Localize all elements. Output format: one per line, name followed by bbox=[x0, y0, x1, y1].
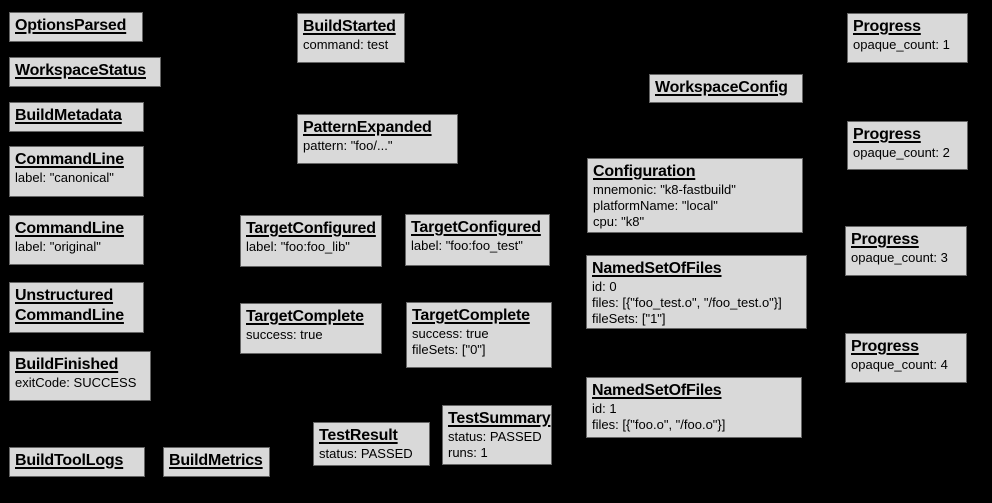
event-box-progress-2: Progress opaque_count: 2 bbox=[847, 121, 968, 170]
event-box-target-configured-foo-lib: TargetConfigured label: "foo:foo_lib" bbox=[240, 215, 382, 267]
event-box-unstructured-command-line: Unstructured CommandLine bbox=[9, 282, 144, 333]
event-field: platformName: "local" bbox=[593, 198, 718, 213]
event-box-named-set-of-files-1: NamedSetOfFiles id: 1 files: [{"foo.o", … bbox=[586, 377, 802, 438]
event-title: BuildMetrics bbox=[169, 452, 263, 469]
event-title: BuildStarted bbox=[303, 18, 396, 35]
event-box-command-line-canonical: CommandLine label: "canonical" bbox=[9, 146, 144, 197]
event-box-progress-1: Progress opaque_count: 1 bbox=[847, 13, 968, 63]
event-title: WorkspaceStatus bbox=[15, 62, 146, 79]
event-title: BuildFinished bbox=[15, 356, 119, 373]
event-box-named-set-of-files-0: NamedSetOfFiles id: 0 files: [{"foo_test… bbox=[586, 255, 807, 329]
event-box-build-metrics: BuildMetrics bbox=[163, 447, 270, 477]
event-field: status: PASSED bbox=[448, 429, 542, 444]
event-field: label: "original" bbox=[15, 239, 101, 254]
event-field: runs: 1 bbox=[448, 445, 488, 460]
event-box-workspace-config: WorkspaceConfig bbox=[649, 74, 803, 103]
event-title: PatternExpanded bbox=[303, 119, 432, 136]
event-box-build-metadata: BuildMetadata bbox=[9, 102, 144, 132]
event-box-progress-4: Progress opaque_count: 4 bbox=[845, 333, 967, 383]
event-field: cpu: "k8" bbox=[593, 214, 645, 229]
event-title: TargetComplete bbox=[412, 307, 530, 324]
event-box-build-started: BuildStarted command: test bbox=[297, 13, 405, 63]
event-box-build-tool-logs: BuildToolLogs bbox=[9, 447, 145, 477]
event-title: TestResult bbox=[319, 427, 398, 444]
event-title: OptionsParsed bbox=[15, 17, 127, 34]
event-field: label: "canonical" bbox=[15, 170, 114, 185]
event-field: opaque_count: 2 bbox=[853, 145, 950, 160]
event-title: TargetConfigured bbox=[246, 220, 376, 237]
event-title: BuildMetadata bbox=[15, 107, 122, 124]
event-box-progress-3: Progress opaque_count: 3 bbox=[845, 226, 967, 276]
event-field: status: PASSED bbox=[319, 446, 413, 461]
event-box-options-parsed: OptionsParsed bbox=[9, 12, 143, 42]
event-box-configuration: Configuration mnemonic: "k8-fastbuild" p… bbox=[587, 158, 803, 233]
event-title: Progress bbox=[853, 18, 921, 35]
event-box-target-complete-foo-lib: TargetComplete success: true bbox=[240, 303, 382, 354]
event-field: mnemonic: "k8-fastbuild" bbox=[593, 182, 736, 197]
event-field: fileSets: ["1"] bbox=[592, 311, 666, 326]
event-field: label: "foo:foo_lib" bbox=[246, 239, 350, 254]
event-field: files: [{"foo_test.o", "/foo_test.o"}] bbox=[592, 295, 782, 310]
event-field: opaque_count: 3 bbox=[851, 250, 948, 265]
event-title: Progress bbox=[851, 231, 919, 248]
event-field: label: "foo:foo_test" bbox=[411, 238, 523, 253]
event-title: Configuration bbox=[593, 163, 696, 180]
event-field: id: 0 bbox=[592, 279, 617, 294]
event-box-build-finished: BuildFinished exitCode: SUCCESS bbox=[9, 351, 151, 401]
event-title: Progress bbox=[853, 126, 921, 143]
event-title: NamedSetOfFiles bbox=[592, 260, 722, 277]
event-field: opaque_count: 1 bbox=[853, 37, 950, 52]
event-field: files: [{"foo.o", "/foo.o"}] bbox=[592, 417, 726, 432]
event-box-test-result: TestResult status: PASSED bbox=[313, 422, 430, 466]
event-title: TestSummary bbox=[448, 410, 551, 427]
event-field: opaque_count: 4 bbox=[851, 357, 948, 372]
event-box-command-line-original: CommandLine label: "original" bbox=[9, 215, 144, 265]
event-title: NamedSetOfFiles bbox=[592, 382, 722, 399]
event-title: Unstructured CommandLine bbox=[15, 287, 124, 324]
event-title: TargetComplete bbox=[246, 308, 364, 325]
event-title: TargetConfigured bbox=[411, 219, 541, 236]
event-box-test-summary: TestSummary status: PASSED runs: 1 bbox=[442, 405, 552, 465]
event-field: pattern: "foo/..." bbox=[303, 138, 393, 153]
event-box-workspace-status: WorkspaceStatus bbox=[9, 57, 161, 87]
event-box-target-configured-foo-test: TargetConfigured label: "foo:foo_test" bbox=[405, 214, 550, 266]
event-field: success: true bbox=[246, 327, 323, 342]
event-title: BuildToolLogs bbox=[15, 452, 124, 469]
event-field: id: 1 bbox=[592, 401, 617, 416]
event-title: WorkspaceConfig bbox=[655, 79, 788, 96]
event-title: CommandLine bbox=[15, 220, 124, 237]
event-field: command: test bbox=[303, 37, 389, 52]
event-box-target-complete-foo-test: TargetComplete success: true fileSets: [… bbox=[406, 302, 552, 368]
event-field: exitCode: SUCCESS bbox=[15, 375, 137, 390]
event-title: CommandLine bbox=[15, 151, 124, 168]
event-box-pattern-expanded: PatternExpanded pattern: "foo/..." bbox=[297, 114, 458, 164]
event-title: Progress bbox=[851, 338, 919, 355]
event-field: success: true bbox=[412, 326, 489, 341]
event-field: fileSets: ["0"] bbox=[412, 342, 486, 357]
